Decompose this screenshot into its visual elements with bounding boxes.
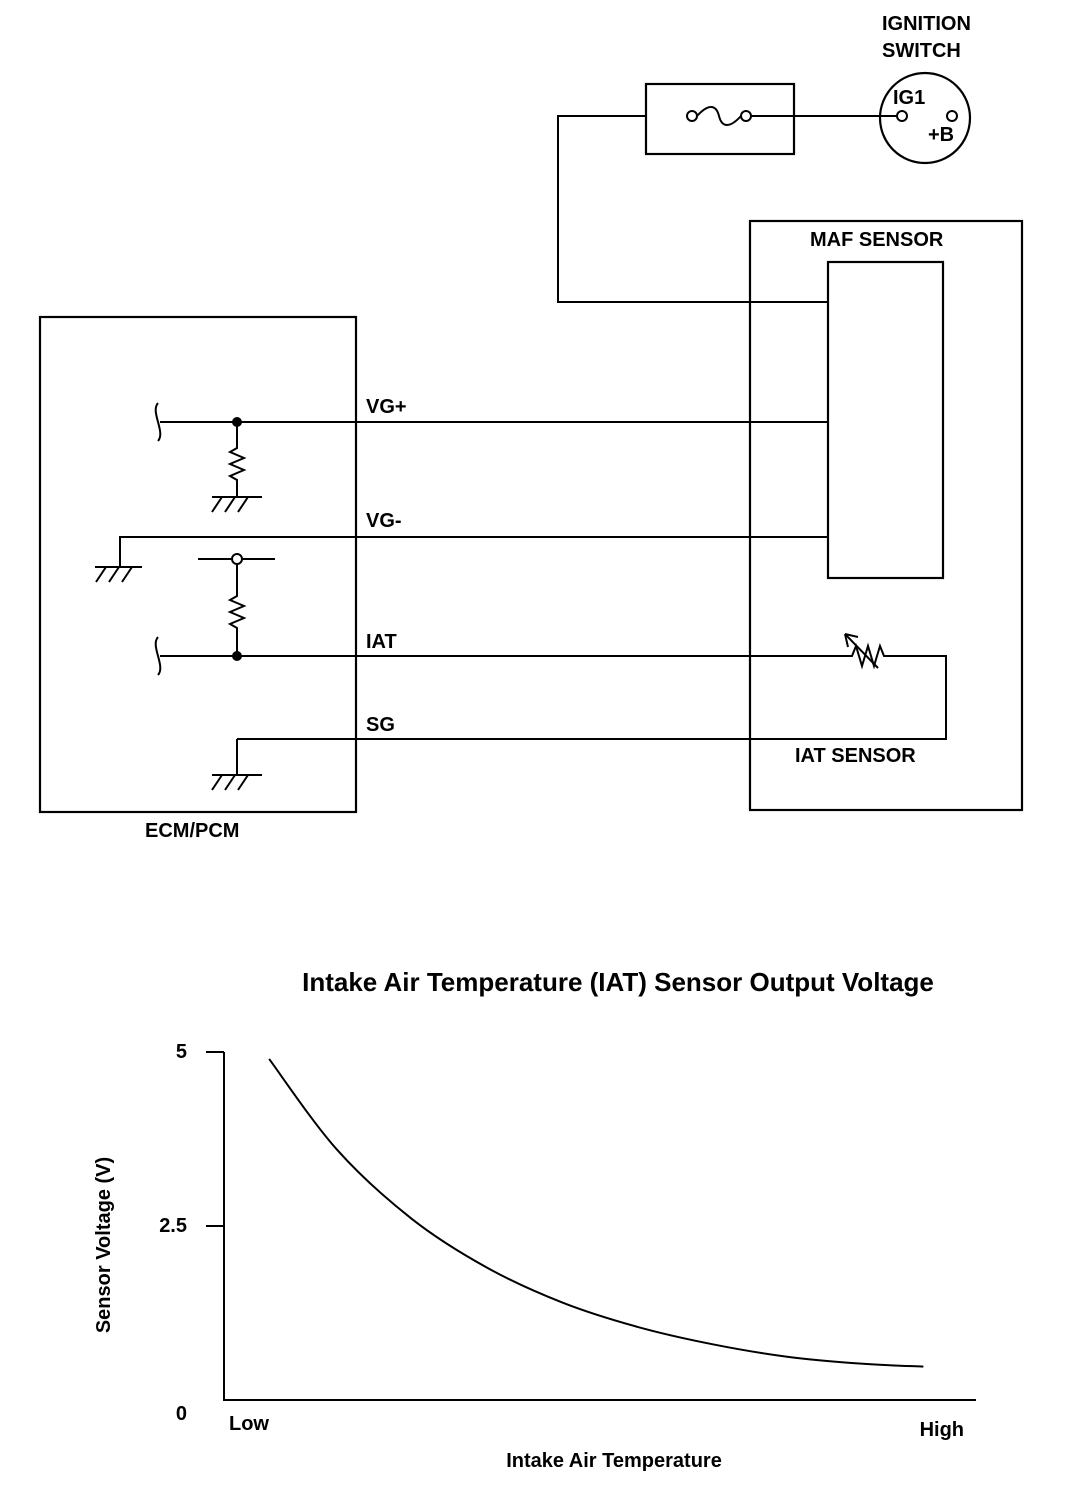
sg-label: SG: [366, 714, 395, 736]
y-tick-label: 5: [176, 1041, 187, 1063]
x-tick-label-low: Low: [229, 1413, 269, 1435]
iat-sensor-label: IAT SENSOR: [795, 745, 916, 767]
iat-pullup-resistor-icon: [227, 564, 247, 656]
ig1-label: IG1: [893, 87, 925, 109]
fuse-terminal-left: [686, 110, 698, 122]
thermistor-arrow-head: [844, 633, 859, 648]
chart-title: Intake Air Temperature (IAT) Sensor Outp…: [302, 967, 934, 997]
ignition-switch-title-line1: IGNITION: [882, 13, 971, 35]
x-tick-label-high: High: [920, 1419, 964, 1441]
vg-plus-ground-icon: [211, 496, 262, 513]
b-terminal: [946, 110, 958, 122]
iat-junction: [232, 651, 242, 661]
wire-fuse-to-maf: [557, 115, 828, 303]
maf-sensor-element: [826, 260, 945, 580]
x-axis-label: Intake Air Temperature: [506, 1450, 722, 1472]
fuse-element: [696, 106, 742, 126]
ecm-box: [38, 315, 358, 814]
y-tick-label: 2.5: [159, 1215, 187, 1237]
iat-break-icon: [154, 636, 162, 676]
ignition-switch-title-line2: SWITCH: [882, 40, 961, 62]
chart-axes: [223, 1052, 976, 1401]
wire-iat-return-sg: [237, 655, 947, 740]
vg-plus-break-icon: [154, 402, 162, 442]
series-line-0: [268, 1058, 924, 1368]
maf-sensor-label: MAF SENSOR: [810, 229, 944, 251]
thermistor-arrow-line: [844, 633, 879, 669]
sensor-assembly-box: [748, 219, 1024, 812]
vg-plus-label: VG+: [366, 396, 407, 418]
iat-thermistor-icon: [844, 642, 890, 670]
y-axis-label: Sensor Voltage (V): [93, 1157, 115, 1333]
iat-pullup-terminal: [231, 553, 243, 565]
sg-ground-icon: [211, 774, 262, 791]
ig1-terminal: [896, 110, 908, 122]
vg-minus-label: VG-: [366, 510, 402, 532]
fuse-terminal-right: [740, 110, 752, 122]
vg-plus-resistor-icon: [227, 422, 247, 496]
wire-vg-minus: [119, 536, 828, 567]
vg-minus-ground-icon: [95, 566, 142, 583]
b-plus-label: +B: [928, 124, 954, 146]
y-tick-label: 0: [176, 1403, 187, 1425]
ignition-switch-body: [878, 71, 972, 165]
ecm-label: ECM/PCM: [145, 820, 239, 842]
fuse-box: [644, 82, 796, 156]
iat-label: IAT: [366, 631, 397, 653]
